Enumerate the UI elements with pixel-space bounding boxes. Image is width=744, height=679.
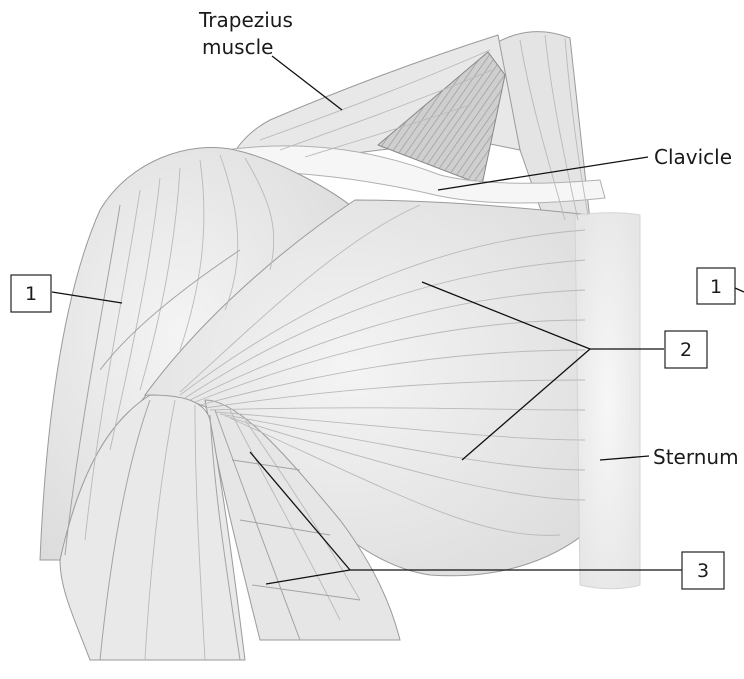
callout-number-3: 3 [697,560,709,582]
callout-1-right-leader-line [735,288,744,292]
trapezius-label-line1: Trapezius [198,8,293,32]
trapezius-label-line2: muscle [202,35,273,59]
trapezius-leader-line [272,56,342,110]
callout-number-2: 2 [680,339,692,361]
callout-number-1-right: 1 [710,276,722,298]
sternum-bone [575,213,640,589]
callout-number-1-left: 1 [25,283,37,305]
sternum-label: Sternum [653,445,739,469]
clavicle-label: Clavicle [654,145,732,169]
